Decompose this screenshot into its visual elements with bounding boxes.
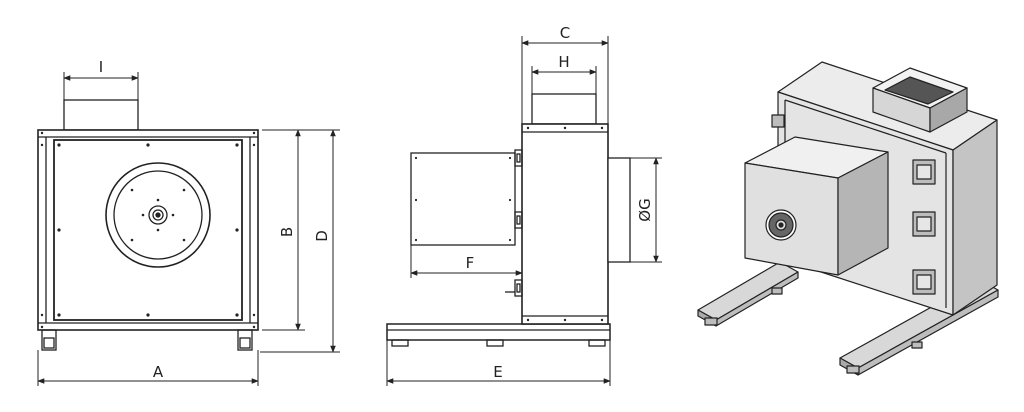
dim-label-I: I — [99, 58, 103, 76]
dim-label-B: B — [278, 227, 296, 237]
side-motor-box — [410, 152, 516, 246]
front-panel-bolts — [40, 131, 256, 329]
dim-label-F: F — [466, 254, 475, 272]
front-view — [37, 99, 259, 351]
front-dimensions — [37, 72, 340, 386]
front-inner-panel — [53, 139, 243, 321]
dim-label-D: D — [313, 230, 331, 242]
dim-label-G: ØG — [636, 198, 654, 221]
side-dimensions — [386, 36, 662, 386]
front-foot-left — [41, 329, 57, 351]
dim-label-C: C — [560, 24, 570, 42]
iso-latches — [771, 114, 936, 295]
isometric-view — [697, 61, 999, 376]
iso-rail-left — [697, 261, 799, 321]
dim-label-E: E — [493, 363, 502, 381]
dim-label-A: A — [153, 363, 164, 381]
side-base-rail — [386, 323, 611, 341]
dim-label-H: H — [558, 53, 569, 71]
side-inlet-flange — [607, 157, 631, 263]
front-fan-ring — [105, 162, 211, 268]
front-outlet-duct — [63, 99, 139, 131]
iso-casing-side — [952, 119, 998, 316]
iso-motor-side — [837, 151, 889, 276]
front-casing — [37, 129, 259, 331]
side-casing — [521, 123, 609, 325]
side-outlet-duct — [531, 93, 597, 125]
side-view — [386, 93, 631, 347]
front-foot-right — [237, 329, 253, 351]
